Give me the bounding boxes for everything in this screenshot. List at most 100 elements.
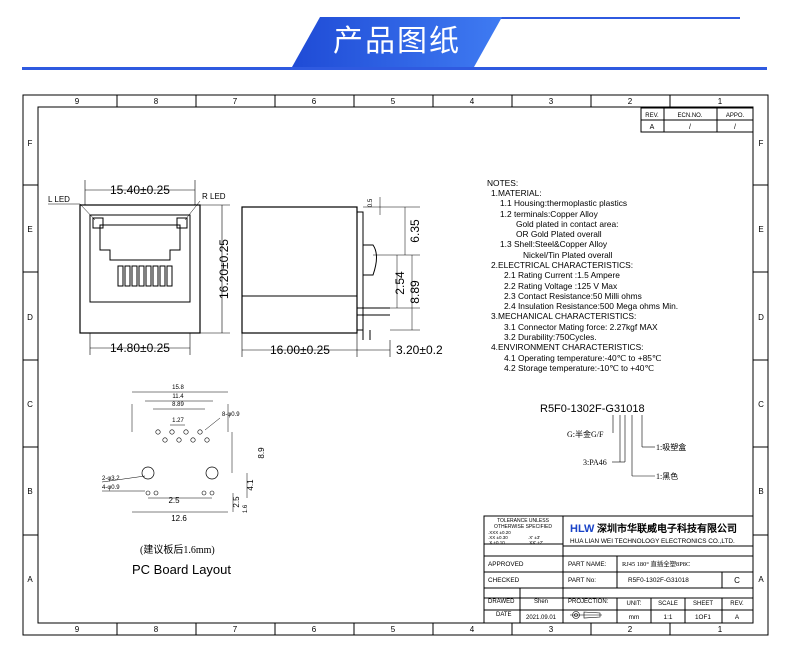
row-label: C	[758, 400, 764, 409]
pcb-dim-41: 4.1	[246, 479, 255, 491]
row-label: B	[27, 487, 32, 496]
col-label: 9	[75, 625, 80, 634]
date-value: 2021.09.01	[526, 615, 557, 621]
projection-label: PROJECTION:	[568, 599, 609, 605]
pcb-hole-09: 8-φ0.9	[222, 412, 240, 418]
approved-label: APPROVED	[488, 561, 524, 568]
pa-label: 3:PA46	[583, 458, 607, 467]
g-label: G:半金G/F	[567, 429, 604, 439]
col-label: 6	[312, 625, 317, 634]
appo-value: /	[734, 124, 736, 131]
pcb-shield-holes	[145, 490, 215, 496]
header-bar: 产品图纸	[0, 0, 790, 80]
inner-frame	[37, 106, 754, 624]
ecn-value: /	[689, 124, 691, 131]
notes-line: NOTES:	[487, 178, 518, 188]
part-name: RJ45 180° 直插全塑8P8C	[622, 559, 690, 568]
tolerance-title2: OTHERWISE SPECIFIED	[494, 524, 552, 530]
pcb-dim-126: 12.6	[171, 514, 187, 523]
pcb-dim-16: 1.6	[243, 504, 249, 513]
drawn-by: Shen	[534, 599, 548, 605]
notes-line: 1.2 terminals:Copper Alloy	[500, 209, 599, 219]
company-name-cn: 深圳市华联威电子科技有限公司	[597, 522, 737, 535]
sheet-value: 1OF1	[695, 614, 711, 621]
tol-3: .X ±0.10	[488, 540, 505, 545]
contact-pins	[117, 265, 173, 287]
tol-2: .XX ±0.30	[488, 535, 508, 540]
side-dim-889: 8.89	[408, 280, 422, 304]
col-label: 3	[549, 625, 554, 634]
tol-5: .XX' ±2'	[528, 540, 543, 545]
pcb-mount-hole-left	[141, 466, 155, 480]
front-view: 15.40±0.25 L LED R LED 14.80±0.25 16.20±…	[48, 180, 231, 355]
notes-line: 3.2 Durability:750Cycles.	[504, 332, 597, 342]
side-view: 0.5 6.35 2.54 8.89 16.00±0.25 3.20±0.2	[241, 197, 443, 357]
pcb-layout: 15.8 11.4 8.89 1.27 8-φ0.9 2-φ3.2 4-φ0.9…	[101, 385, 266, 577]
row-label: A	[758, 575, 764, 584]
column-labels-top: 9 8 7 6 5 4 3 2 1	[75, 95, 723, 107]
pcb-dim-889: 8.89	[172, 402, 184, 408]
header-topline	[495, 17, 740, 19]
row-label: F	[28, 139, 33, 148]
side-dim-254: 2.54	[393, 271, 407, 295]
part-rev: C	[734, 576, 740, 585]
tol-1: .XXX ±0.20	[488, 530, 511, 535]
col-label: 9	[75, 97, 80, 106]
revision-table: REV. ECN.NO. APPO. A / /	[640, 107, 754, 133]
pcb-dim-89: 8.9	[257, 447, 266, 459]
scale-value: 1:1	[664, 614, 673, 621]
col-label: 2	[628, 625, 633, 634]
page-title: 产品图纸	[333, 24, 461, 59]
col-label: 6	[312, 97, 317, 106]
side-dim-05: 0.5	[368, 198, 374, 207]
l-led-window	[92, 217, 104, 229]
row-labels: F E D C B A F E D C B A	[23, 139, 768, 584]
pcb-hole-09b: 4-φ0.9	[102, 485, 120, 491]
notes-line: 1.MATERIAL:	[491, 188, 542, 198]
notes-line: 2.1 Rating Current :1.5 Ampere	[504, 270, 620, 280]
row-label: F	[759, 139, 764, 148]
company-logo: HLW	[570, 523, 595, 535]
r-led-label: R LED	[202, 192, 226, 201]
pcb-hole-32: 2-φ3.2	[102, 476, 120, 482]
col-label: 4	[470, 625, 475, 634]
r-led-window	[176, 217, 188, 229]
rev-value: A	[650, 124, 655, 131]
scale-label: SCALE	[658, 601, 678, 607]
front-width-top-dim: 15.40±0.25	[110, 183, 170, 197]
notes-line: Nickel/Tin Plated overall	[523, 250, 613, 260]
part-code: R5F0-1302F-G31018	[540, 403, 645, 415]
pcb-dim-114: 11.4	[172, 394, 184, 400]
col-label: 1	[718, 625, 723, 634]
notes-line: 1.3 Shell:Steel&Copper Alloy	[500, 239, 608, 249]
notes-line: 2.2 Rating Voltage :125 V Max	[504, 281, 618, 291]
notes-line: 1.1 Housing:thermoplastic plastics	[500, 198, 627, 208]
tolerance-title: TOLERANCE UNLESS	[497, 518, 550, 524]
part-code-breakdown: R5F0-1302F-G31018 G:半金G/F 3:PA46 1:吸塑盒 1…	[540, 403, 686, 481]
part-no-label: PART No:	[568, 577, 596, 584]
col-label: 5	[391, 97, 396, 106]
pcb-dim-127: 1.27	[172, 418, 184, 424]
notes-line: 4.ENVIRONMENT CHARACTERISTICS:	[491, 342, 643, 352]
front-width-bottom-dim: 14.80±0.25	[110, 341, 170, 355]
notes-line: 2.4 Insulation Resistance:500 Mega ohms …	[504, 301, 678, 311]
color-label: 1:黑色	[656, 471, 678, 481]
date-label: DATE	[496, 612, 512, 618]
pcb-dim-158: 15.8	[172, 385, 184, 391]
notes-line: 2.ELECTRICAL CHARACTERISTICS:	[491, 260, 633, 270]
row-label: E	[27, 225, 32, 234]
outer-frame	[22, 94, 769, 636]
rev-value: A	[735, 614, 740, 621]
part-name-label: PART NAME:	[568, 561, 607, 568]
rev-header: REV.	[645, 113, 659, 119]
side-pin-length-dim: 3.20±0.2	[396, 343, 443, 357]
col-label: 1	[718, 97, 723, 106]
notes-block: NOTES: 1.MATERIAL: 1.1 Housing:thermopla…	[487, 178, 678, 373]
drawn-label: DRAWED	[488, 599, 515, 605]
company-name-en: HUA LIAN WEI TECHNOLOGY ELECTRONICS CO.,…	[570, 538, 735, 545]
header-underline	[22, 67, 767, 70]
notes-line: OR Gold Plated overall	[516, 229, 602, 239]
tol-4: .X' ±3'	[528, 535, 540, 540]
row-label: A	[27, 575, 33, 584]
